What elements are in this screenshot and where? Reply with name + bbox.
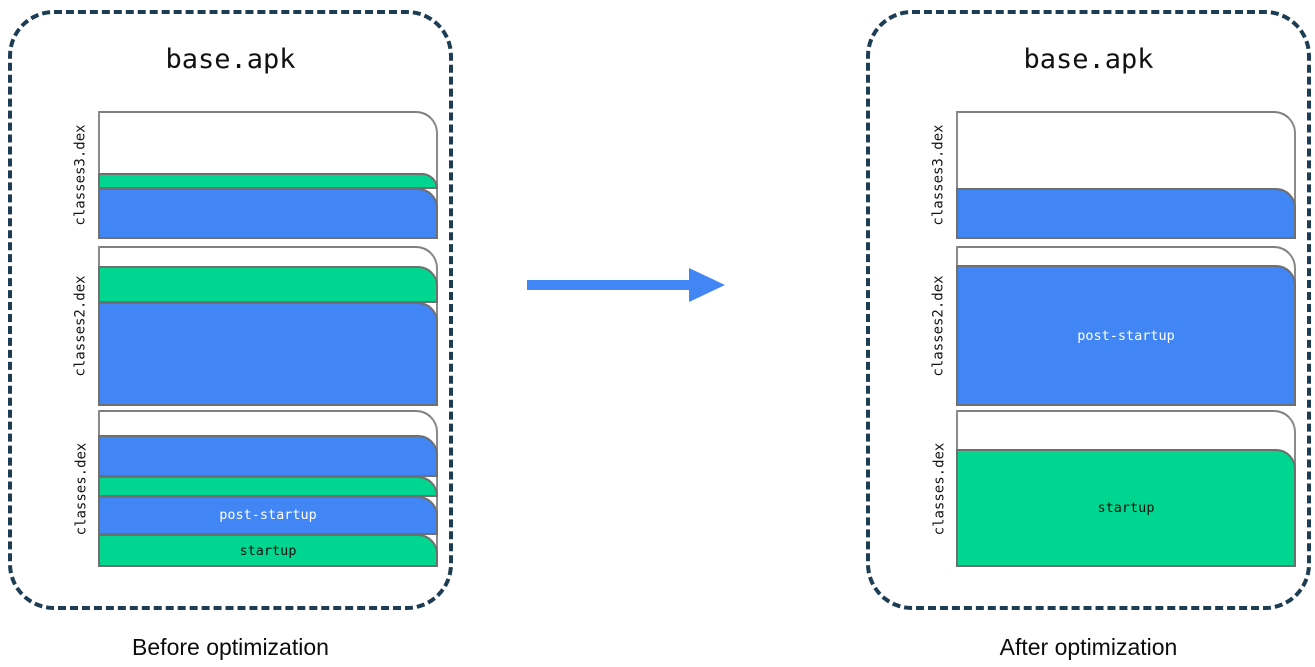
dex-segment-startup xyxy=(98,476,438,497)
dex-file-label-text: classes.dex xyxy=(73,442,89,535)
dex-segment-label: startup xyxy=(1097,500,1155,517)
dex-capacity-box: startup post-startup xyxy=(98,410,438,567)
dex-file-label: classes3.dex xyxy=(68,111,94,239)
dex-segment-stack: startup post-startup xyxy=(98,435,438,567)
dex-segment-post-startup xyxy=(98,187,438,239)
apk-panel-before: base.apk classes3.dex classes2.dex classes… xyxy=(8,10,453,610)
dex-file-label-text: classes2.dex xyxy=(73,275,89,377)
dex-capacity-box: post-startup xyxy=(956,246,1296,406)
dex-file-label: classes2.dex xyxy=(926,246,952,406)
dex-group-classes2-dex: classes2.dex xyxy=(68,246,438,406)
dex-group-classes3-dex: classes3.dex xyxy=(926,111,1296,239)
dex-file-label-text: classes.dex xyxy=(931,442,947,535)
dex-segment-stack xyxy=(98,173,438,239)
dex-capacity-box xyxy=(98,111,438,239)
dex-file-label-text: classes3.dex xyxy=(931,124,947,226)
dex-file-label-text: classes3.dex xyxy=(73,124,89,226)
dex-segment-post-startup xyxy=(98,435,438,478)
dex-capacity-box xyxy=(98,246,438,406)
dex-segment-startup xyxy=(98,266,438,303)
transformation-arrow xyxy=(521,262,731,308)
dex-segment-post-startup xyxy=(956,187,1296,239)
arrow-right-icon xyxy=(527,268,725,302)
dex-segment-post-startup: post-startup xyxy=(956,265,1296,406)
dex-group-classes3-dex: classes3.dex xyxy=(68,111,438,239)
dex-segment-stack: startup xyxy=(956,449,1296,567)
caption-after: After optimization xyxy=(999,634,1178,660)
dex-segment-stack xyxy=(956,187,1296,239)
dex-segment-label: post-startup xyxy=(1077,327,1175,344)
dex-segment-stack xyxy=(98,266,438,406)
dex-file-label: classes3.dex xyxy=(926,111,952,239)
dex-segment-stack: post-startup xyxy=(956,265,1296,406)
dex-capacity-box: startup xyxy=(956,410,1296,567)
dex-segment-post-startup xyxy=(98,302,438,406)
dex-segment-startup xyxy=(98,173,438,189)
dex-group-classes-dex: classes.dex startup xyxy=(926,410,1296,567)
dex-segment-startup: startup xyxy=(98,534,438,567)
dex-segment-label: startup xyxy=(239,542,297,559)
dex-segment-startup: startup xyxy=(956,449,1296,567)
dex-file-label: classes.dex xyxy=(68,410,94,567)
dex-capacity-box xyxy=(956,111,1296,239)
dex-segment-label: post-startup xyxy=(219,507,317,524)
dex-group-classes2-dex: classes2.dex post-startup xyxy=(926,246,1296,406)
apk-panel-after: base.apk classes3.dex classes2.dex post-st… xyxy=(866,10,1311,610)
dex-file-label: classes2.dex xyxy=(68,246,94,406)
apk-title-after: base.apk xyxy=(1023,44,1154,75)
dex-file-label-text: classes2.dex xyxy=(931,275,947,377)
dex-file-label: classes.dex xyxy=(926,410,952,567)
dex-group-classes-dex: classes.dex startup post-startup xyxy=(68,410,438,567)
apk-title-before: base.apk xyxy=(165,44,296,75)
caption-before: Before optimization xyxy=(132,634,329,660)
dex-segment-post-startup: post-startup xyxy=(98,495,438,536)
